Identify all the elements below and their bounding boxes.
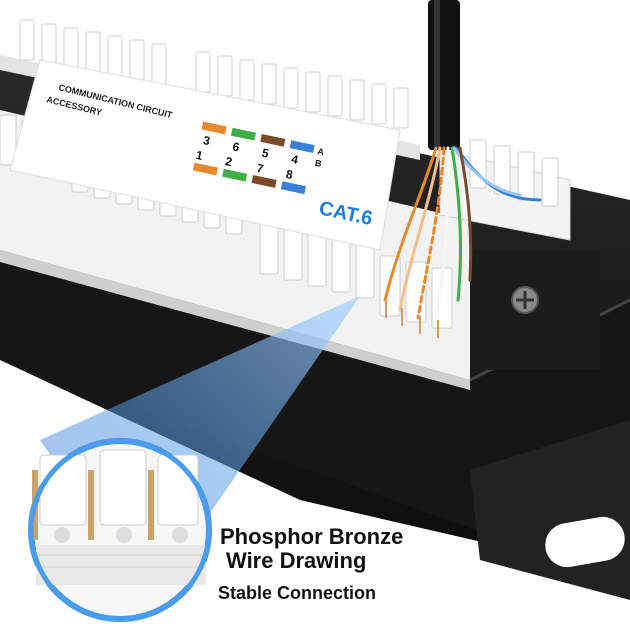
label-plate	[9, 59, 401, 251]
pin-8: 8	[285, 167, 295, 182]
pin-5: 5	[261, 146, 271, 161]
pin-7: 7	[255, 161, 265, 176]
pin-2: 2	[224, 154, 234, 169]
caption-phosphor-bronze: Phosphor Bronze	[220, 524, 404, 549]
mounting-slot-icon	[545, 516, 625, 568]
pin-4: 4	[290, 152, 300, 167]
pin-1: 1	[195, 148, 205, 163]
network-cable	[428, 0, 460, 150]
magnified-contacts	[32, 449, 206, 585]
pin-6: 6	[231, 139, 241, 154]
ground-terminal	[470, 250, 600, 370]
connector-block-shadow	[0, 250, 470, 390]
scheme-letter-b: B	[314, 158, 323, 169]
idc-teeth-row-back	[19, 19, 409, 129]
scheme-letter-a: A	[317, 146, 326, 157]
pin-3: 3	[202, 133, 212, 148]
caption-wire-drawing: Wire Drawing	[226, 548, 367, 573]
bronze-contacts	[385, 300, 439, 338]
twisted-pair-wires	[383, 146, 542, 324]
caption-stable-connection: Stable Connection	[218, 583, 377, 603]
wiring-scheme: 3 6 5 4 1 2 7 8 A B	[192, 121, 326, 195]
